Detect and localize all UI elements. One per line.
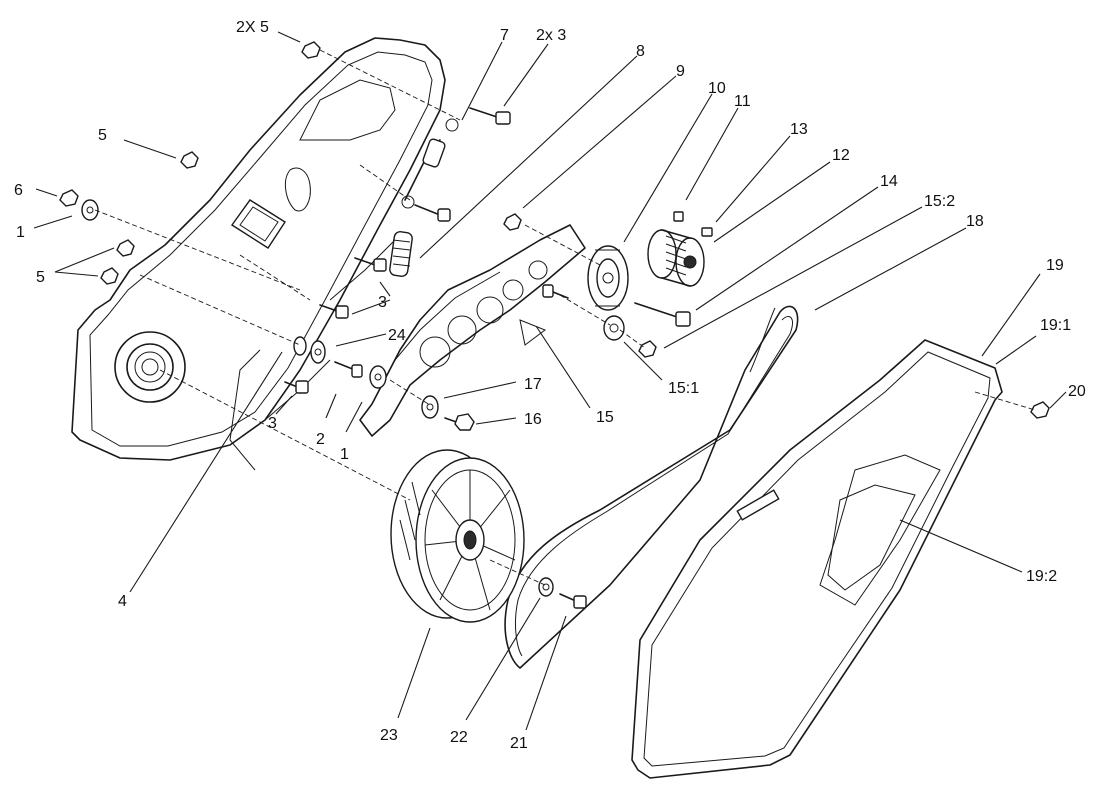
callout-6: 6 (14, 182, 23, 199)
callout-2x3: 2x 3 (536, 27, 566, 44)
callout-2: 2 (316, 431, 325, 448)
callout-19: 19 (1046, 257, 1064, 274)
callout-7: 7 (500, 27, 509, 44)
callout-4: 4 (118, 593, 127, 610)
callout-21: 21 (510, 735, 528, 752)
hardware (59, 41, 1050, 609)
leader-lines (33, 31, 1067, 731)
callout-1-left: 1 (16, 224, 25, 241)
callout-17: 17 (524, 376, 542, 393)
callout-8: 8 (636, 43, 645, 60)
callout-5-top: 5 (98, 127, 107, 144)
callout-3-low: 3 (268, 415, 277, 432)
callout-24: 24 (388, 327, 406, 344)
callout-5-left: 5 (36, 269, 45, 286)
callout-9: 9 (676, 63, 685, 80)
belt-cover (631, 339, 1003, 779)
callout-15-1: 15:1 (668, 380, 699, 397)
link-rod (401, 118, 459, 209)
callout-10: 10 (708, 80, 726, 97)
callout-22: 22 (450, 729, 468, 746)
callout-20: 20 (1068, 383, 1086, 400)
callout-19-2: 19:2 (1026, 568, 1057, 585)
callout-labels: 2X 5 7 2x 3 8 9 10 11 13 12 14 15:2 18 5… (14, 19, 1086, 752)
idler-pulley (587, 245, 629, 311)
callout-11: 11 (734, 93, 751, 110)
idler-bracket (359, 224, 586, 437)
callout-18: 18 (966, 213, 984, 230)
tension-spring (389, 231, 413, 277)
callout-15-2: 15:2 (924, 193, 955, 210)
callout-16: 16 (524, 411, 542, 428)
callout-3-mid: 3 (378, 294, 387, 311)
callout-14: 14 (880, 173, 898, 190)
drive-pulley (647, 229, 705, 287)
callout-12: 12 (832, 147, 850, 164)
callout-15: 15 (596, 409, 614, 426)
callout-23: 23 (380, 727, 398, 744)
drive-belt (504, 305, 799, 669)
callout-2x5: 2X 5 (236, 19, 269, 36)
callout-13: 13 (790, 121, 808, 138)
wheel-pulley (390, 449, 525, 623)
alignment-lines (94, 49, 1036, 586)
callout-1-low: 1 (340, 446, 349, 463)
callout-19-1: 19:1 (1040, 317, 1071, 334)
